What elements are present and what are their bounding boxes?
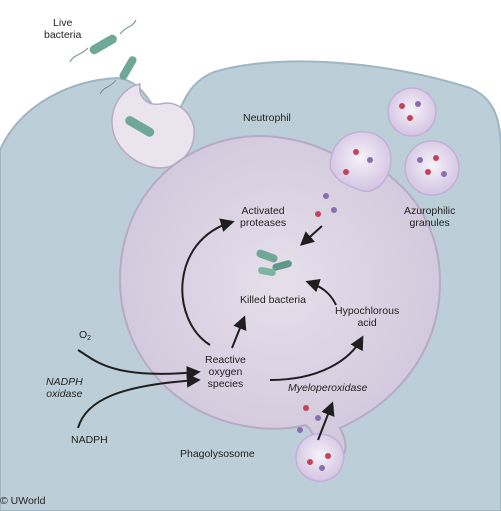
neutrophil-label: Neutrophil: [243, 112, 291, 124]
myeloperoxidase-label: Myeloperoxidase: [288, 382, 368, 394]
phagocytic-pocket: [111, 83, 195, 169]
pathway-arrows: [77, 218, 364, 441]
live-bacteria: [69, 19, 155, 137]
nadph-label: NADPH: [71, 434, 108, 446]
activated-proteases-label: Activated proteases: [240, 205, 287, 229]
reactive-oxygen-species-label: Reactive oxygen species: [205, 354, 246, 390]
credit-label: © UWorld: [0, 495, 46, 507]
killed-bacteria-cluster: [256, 249, 292, 276]
fusing-granule-bottom: [295, 432, 345, 482]
phagolysosome-label: Phagolysosome: [180, 448, 255, 460]
granule-enzyme-dots: [297, 101, 447, 471]
o2-label: O2: [79, 329, 92, 342]
azurophilic-granule-1: [387, 87, 437, 137]
killed-bacteria-label: Killed bacteria: [240, 294, 306, 306]
live-bacteria-label: Live bacteria: [44, 17, 82, 41]
hypochlorous-acid-label: Hypochlorous acid: [335, 305, 400, 329]
azurophilic-granule-2: [404, 140, 460, 196]
nadph-oxidase-label: NADPH oxidase: [46, 376, 83, 400]
fusing-granule-top: [329, 131, 392, 192]
azurophilic-granules-label: Azurophilic granules: [404, 205, 456, 229]
